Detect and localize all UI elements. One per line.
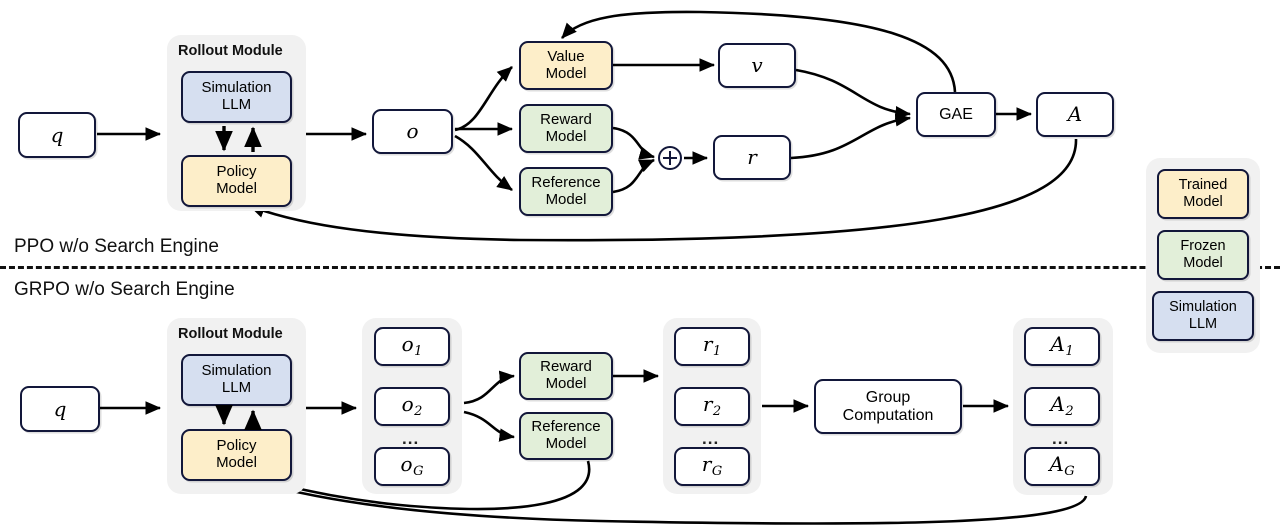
grpo-reward-2-label: r2: [702, 392, 722, 420]
ppo-policy-model-line2: Model: [216, 180, 257, 197]
ppo-gae-label: GAE: [939, 105, 973, 123]
grpo-output-2-label: o2: [401, 392, 423, 420]
grpo-query-box: q: [20, 386, 100, 432]
grpo-output-1-label: o1: [401, 332, 423, 360]
grpo-rollout-module-title: Rollout Module: [178, 326, 283, 342]
grpo-rewards-ellipsis: ...: [702, 429, 720, 448]
grpo-advantage-g-label: AG: [1049, 452, 1075, 480]
grpo-advantages-ellipsis: ...: [1052, 429, 1070, 448]
ppo-reward-model-box: Reward Model: [519, 104, 613, 153]
ppo-value-model-line1: Value: [547, 47, 585, 65]
ppo-reward-model-line2: Model: [545, 127, 587, 145]
ppo-policy-model-box: Policy Model: [181, 155, 292, 207]
grpo-reward-1-box: r1: [674, 327, 750, 366]
legend-frozen-model-line2: Model: [1183, 255, 1223, 271]
grpo-reference-model-line2: Model: [545, 435, 587, 452]
ppo-query-box: q: [18, 112, 96, 158]
ppo-reward-box: r: [713, 135, 791, 180]
grpo-policy-model-box: Policy Model: [181, 429, 292, 481]
ppo-output-box: o: [372, 109, 453, 154]
grpo-advantage-g-box: AG: [1024, 447, 1100, 486]
legend-simulation-llm-line2: LLM: [1188, 316, 1218, 332]
ppo-output-label: o: [406, 119, 419, 144]
grpo-advantage-2-box: A2: [1024, 387, 1100, 426]
grpo-reference-model-box: Reference Model: [519, 412, 613, 460]
grpo-reward-model-line1: Reward: [540, 358, 592, 376]
legend-frozen-model-line1: Frozen: [1180, 238, 1226, 255]
ppo-value-label: v: [751, 53, 763, 78]
legend-trained-model-line1: Trained: [1178, 177, 1228, 194]
ppo-reference-model-line2: Model: [545, 190, 587, 208]
grpo-query-label: q: [53, 396, 67, 421]
ppo-advantage-box: A: [1036, 92, 1114, 137]
grpo-policy-model-line2: Model: [216, 454, 257, 471]
grpo-simulation-llm-line2: LLM: [221, 379, 252, 396]
legend-simulation-llm: Simulation LLM: [1152, 291, 1254, 341]
ppo-reward-model-line1: Reward: [540, 110, 592, 128]
grpo-simulation-llm-line1: Simulation: [201, 362, 272, 380]
ppo-policy-model-line1: Policy: [216, 163, 257, 181]
section-divider: [0, 266, 1280, 269]
grpo-group-computation-box: Group Computation: [814, 379, 962, 434]
grpo-reward-model-line2: Model: [545, 375, 587, 392]
grpo-policy-model-line1: Policy: [216, 437, 257, 455]
legend-trained-model: Trained Model: [1157, 169, 1249, 219]
ppo-simulation-llm-line2: LLM: [221, 96, 252, 113]
oplus-icon: [658, 146, 682, 170]
ppo-value-box: v: [718, 43, 796, 88]
grpo-reference-model-line1: Reference: [531, 418, 601, 436]
grpo-group-computation-line1: Group: [865, 388, 911, 406]
ppo-query-label: q: [50, 122, 64, 147]
grpo-simulation-llm-box: Simulation LLM: [181, 354, 292, 406]
grpo-output-g-box: oG: [374, 447, 450, 486]
grpo-reward-1-label: r1: [702, 332, 722, 360]
legend-trained-model-line2: Model: [1183, 194, 1223, 210]
grpo-reward-2-box: r2: [674, 387, 750, 426]
grpo-reward-g-box: rG: [674, 447, 750, 486]
ppo-rollout-module-title: Rollout Module: [178, 43, 283, 59]
grpo-output-g-label: oG: [400, 452, 424, 480]
legend-simulation-llm-line1: Simulation: [1169, 299, 1237, 316]
ppo-simulation-llm-line1: Simulation: [201, 79, 272, 97]
ppo-reward-label: r: [747, 145, 757, 170]
grpo-reward-model-box: Reward Model: [519, 352, 613, 400]
legend-frozen-model: Frozen Model: [1157, 230, 1249, 280]
ppo-value-model-line2: Model: [545, 64, 587, 82]
ppo-reference-model-line1: Reference: [531, 173, 601, 191]
grpo-output-2-box: o2: [374, 387, 450, 426]
grpo-reward-g-label: rG: [701, 452, 723, 480]
grpo-advantage-1-box: A1: [1024, 327, 1100, 366]
grpo-advantage-2-label: A2: [1050, 392, 1074, 420]
grpo-section-caption: GRPO w/o Search Engine: [14, 279, 235, 300]
ppo-advantage-label: A: [1067, 102, 1083, 127]
ppo-reference-model-box: Reference Model: [519, 167, 613, 216]
ppo-value-model-box: Value Model: [519, 41, 613, 90]
ppo-simulation-llm-box: Simulation LLM: [181, 71, 292, 123]
grpo-group-computation-line2: Computation: [842, 406, 934, 424]
grpo-outputs-ellipsis: ...: [402, 429, 420, 448]
ppo-gae-box: GAE: [916, 92, 996, 137]
grpo-output-1-box: o1: [374, 327, 450, 366]
ppo-section-caption: PPO w/o Search Engine: [14, 236, 219, 257]
grpo-advantage-1-label: A1: [1050, 332, 1074, 360]
